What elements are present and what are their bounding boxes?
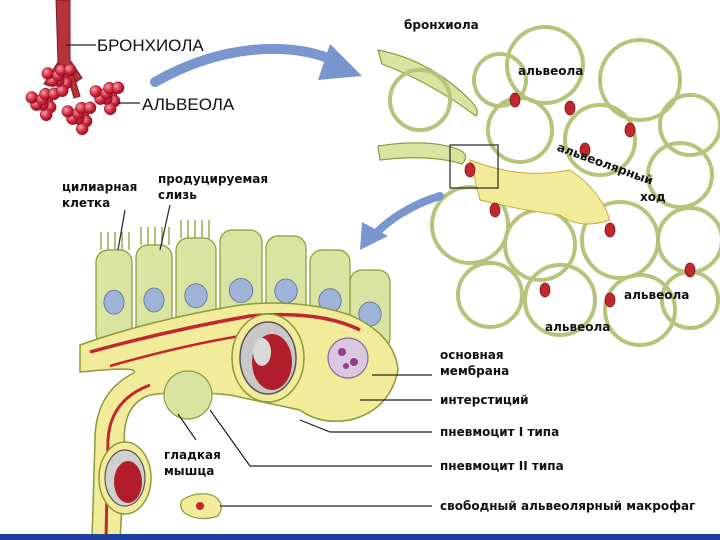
- label-bronchiole-main: БРОНХИОЛА: [97, 36, 204, 55]
- alveolus-wall: [563, 103, 637, 177]
- arrow-to-alveoli: [150, 43, 343, 87]
- label-alveolus-right: альвеола: [624, 288, 690, 302]
- cell-nucleus: [539, 282, 551, 298]
- label-pneumocyte-type1: пневмоцит I типа: [440, 425, 560, 439]
- cell-nucleus: [564, 100, 576, 116]
- cell-nucleus: [684, 262, 696, 278]
- label-alveolus-top: альвеола: [518, 64, 584, 78]
- alveolus-wall: [646, 141, 714, 209]
- label-mucus-2: слизь: [158, 188, 197, 202]
- alveolus-wall: [472, 52, 528, 108]
- cell-nucleus: [579, 142, 591, 158]
- alveolus-wall: [430, 185, 510, 265]
- alveolus-wall: [388, 68, 452, 132]
- label-ciliated-cell-1: цилиарная: [62, 180, 138, 194]
- label-mucus-1: продуцируемая: [158, 172, 269, 186]
- cell-nucleus: [604, 222, 616, 238]
- cell-nucleus: [464, 162, 476, 178]
- alveolus-wall: [523, 263, 597, 337]
- label-alveolar-macrophage: свободный альвеолярный макрофаг: [440, 499, 696, 513]
- label-basement-membrane-1: основная: [440, 348, 504, 362]
- arrow-head-middle: [360, 222, 388, 250]
- cell-nucleus: [509, 92, 521, 108]
- label-bronchiole-small: бронхиола: [404, 18, 479, 32]
- alveolus-wall: [658, 93, 720, 157]
- alveolus-wall: [603, 273, 677, 347]
- zoom-region-box: [449, 144, 499, 189]
- alveolus-wall: [456, 261, 524, 329]
- cell-nucleus: [489, 202, 501, 218]
- alveolus-wall: [505, 25, 585, 105]
- tissue-cross-section: [79, 220, 399, 540]
- alveolus-ball: [89, 85, 103, 98]
- label-ciliated-cell-2: клетка: [62, 196, 111, 210]
- label-alveolus-main: АЛЬВЕОЛА: [142, 95, 235, 114]
- bottom-accent-bar: [0, 534, 720, 540]
- alveolus-ball: [111, 81, 125, 95]
- arrow-head-top: [318, 44, 362, 80]
- label-pneumocyte-type2: пневмоцит II типа: [440, 459, 564, 473]
- alveolus-ball: [61, 105, 75, 118]
- cell-nucleus: [604, 292, 616, 308]
- cell-nucleus: [143, 287, 165, 313]
- cell-nucleus: [184, 283, 208, 309]
- label-alveolus-bottom: альвеола: [545, 320, 611, 334]
- tissue-leader-lines: [117, 204, 432, 507]
- alveolus-wall: [656, 206, 720, 274]
- arrow-to-tissue: [368, 192, 444, 242]
- bronchiole-tree-illustration: [8, 0, 125, 140]
- label-interstitium: интерстиций: [440, 393, 529, 407]
- cell-nucleus: [103, 289, 125, 315]
- alveolus-ball: [83, 101, 97, 115]
- cell-nucleus: [624, 122, 636, 138]
- alveolus-ball: [63, 63, 77, 77]
- label-alveolar-duct-2: ход: [640, 190, 666, 204]
- label-smooth-muscle-1: гладкая: [164, 448, 221, 462]
- alveolus-wall: [598, 38, 682, 122]
- cell-nucleus: [274, 278, 298, 304]
- label-smooth-muscle-2: мышца: [164, 464, 215, 478]
- alveolus-ball: [41, 67, 55, 80]
- alveolus-ball: [25, 91, 39, 104]
- cell-nucleus: [228, 278, 254, 303]
- label-basement-membrane-2: мембрана: [440, 364, 510, 378]
- alveolar-sac-illustration: [377, 25, 720, 347]
